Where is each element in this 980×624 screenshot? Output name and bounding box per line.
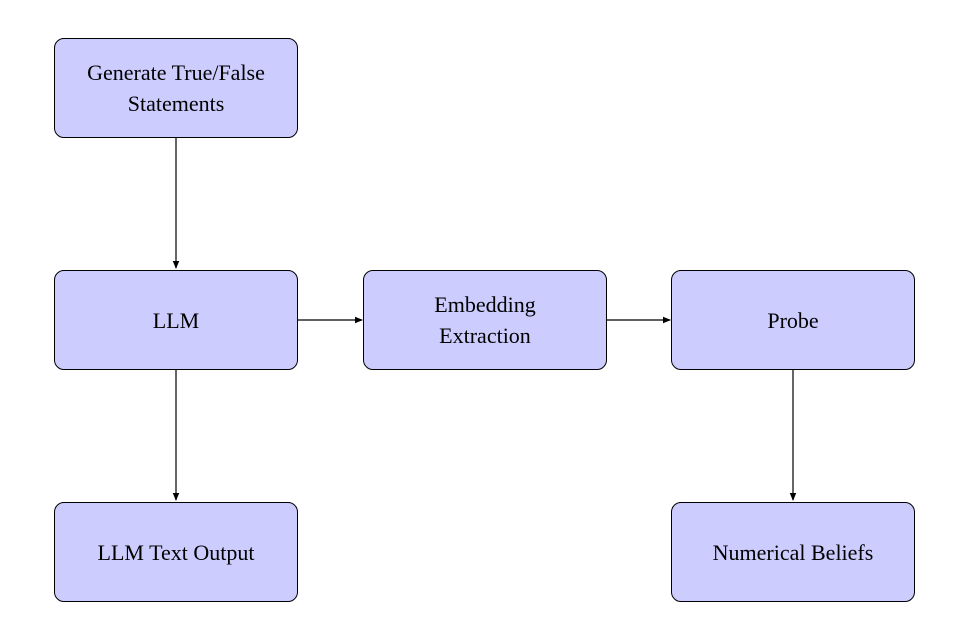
node-generate-statements: Generate True/False Statements: [54, 38, 298, 138]
node-llm: LLM: [54, 270, 298, 370]
node-probe: Probe: [671, 270, 915, 370]
node-llm-label: LLM: [152, 307, 200, 333]
node-llm-text-output: LLM Text Output: [54, 502, 298, 602]
node-numerical-beliefs-label: Numerical Beliefs: [712, 539, 874, 565]
node-embedding-extraction: Embedding Extraction: [363, 270, 607, 370]
node-embedding-extraction-label: Embedding Extraction: [434, 292, 536, 348]
node-llm-text-output-label: LLM Text Output: [97, 539, 255, 565]
node-generate-statements-label: Generate True/False Statements: [87, 60, 265, 116]
node-probe-label: Probe: [767, 307, 819, 333]
node-numerical-beliefs: Numerical Beliefs: [671, 502, 915, 602]
